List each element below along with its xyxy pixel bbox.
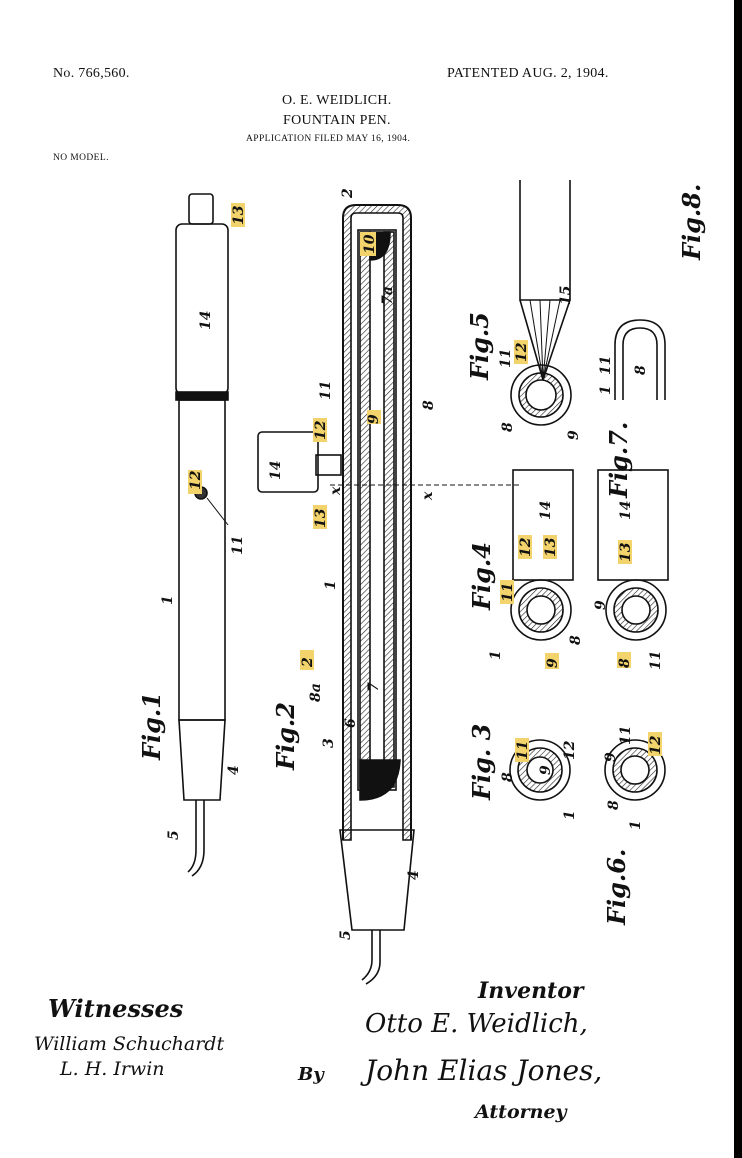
svg-text:8: 8 bbox=[617, 658, 633, 668]
fig1-title: Fig.1 bbox=[137, 692, 166, 761]
svg-text:12: 12 bbox=[188, 470, 204, 490]
svg-text:8: 8 bbox=[421, 400, 437, 410]
inventor-name: O. E. WEIDLICH. bbox=[282, 93, 392, 108]
fig3-fig6-sections bbox=[509, 739, 666, 801]
svg-text:8: 8 bbox=[500, 422, 516, 432]
svg-text:15: 15 bbox=[558, 286, 574, 305]
patented-date: PATENTED AUG. 2, 1904. bbox=[447, 66, 609, 81]
svg-text:12: 12 bbox=[648, 735, 664, 755]
svg-text:11: 11 bbox=[500, 583, 516, 602]
reference-numerals: 13 14 12 11 1 4 5 2 10 7a 11 9 8 14 12 1… bbox=[160, 188, 664, 940]
svg-text:12: 12 bbox=[313, 420, 329, 440]
svg-text:9: 9 bbox=[603, 752, 619, 762]
attorney-signature: John Elias Jones, bbox=[360, 1054, 602, 1087]
svg-text:1: 1 bbox=[488, 650, 504, 660]
svg-text:9: 9 bbox=[566, 430, 582, 440]
svg-text:6: 6 bbox=[343, 718, 359, 728]
svg-text:11: 11 bbox=[318, 381, 334, 400]
svg-text:1: 1 bbox=[628, 820, 644, 830]
svg-text:1: 1 bbox=[598, 385, 614, 395]
svg-text:9: 9 bbox=[545, 658, 561, 668]
svg-text:14: 14 bbox=[268, 461, 284, 480]
witness-signature-2: L. H. Irwin bbox=[59, 1058, 165, 1080]
inventor-signature: Otto E. Weidlich, bbox=[365, 1009, 588, 1039]
svg-text:11: 11 bbox=[515, 741, 531, 760]
svg-text:9: 9 bbox=[593, 600, 609, 610]
fig6-title: Fig.6. bbox=[602, 849, 631, 926]
svg-text:8: 8 bbox=[500, 772, 516, 782]
witnesses-label: Witnesses bbox=[48, 994, 184, 1023]
svg-text:9: 9 bbox=[538, 765, 554, 775]
svg-text:14: 14 bbox=[538, 501, 554, 520]
fig8-cap-end bbox=[614, 319, 666, 400]
svg-text:12: 12 bbox=[514, 342, 530, 362]
inventor-label: Inventor bbox=[477, 978, 585, 1004]
svg-text:11: 11 bbox=[598, 356, 614, 375]
model-note: NO MODEL. bbox=[53, 153, 109, 163]
svg-text:8: 8 bbox=[633, 365, 649, 375]
svg-text:13: 13 bbox=[618, 542, 634, 562]
svg-text:14: 14 bbox=[198, 311, 214, 330]
witness-signature-1: William Schuchardt bbox=[34, 1033, 224, 1055]
svg-text:2: 2 bbox=[300, 657, 316, 668]
svg-text:5: 5 bbox=[166, 830, 182, 840]
svg-text:14: 14 bbox=[618, 501, 634, 520]
fig5-title: Fig.5 bbox=[465, 312, 494, 381]
svg-text:11: 11 bbox=[648, 651, 664, 670]
svg-text:11: 11 bbox=[230, 536, 246, 555]
fig7-title: Fig.7. bbox=[604, 422, 633, 499]
fig3-title: Fig. 3 bbox=[467, 724, 496, 801]
svg-text:4: 4 bbox=[226, 765, 242, 775]
svg-text:11: 11 bbox=[618, 726, 634, 745]
svg-text:8: 8 bbox=[606, 800, 622, 810]
svg-text:10: 10 bbox=[362, 234, 378, 254]
fig8-title: Fig.8. bbox=[677, 184, 706, 261]
svg-text:2: 2 bbox=[340, 188, 356, 199]
svg-text:8a: 8a bbox=[308, 683, 324, 702]
svg-text:7: 7 bbox=[366, 682, 382, 692]
svg-text:1: 1 bbox=[562, 810, 578, 820]
by-label: By bbox=[297, 1064, 325, 1085]
application-filed: APPLICATION FILED MAY 16, 1904. bbox=[246, 134, 411, 144]
svg-text:x: x bbox=[420, 491, 436, 501]
svg-text:13: 13 bbox=[231, 205, 247, 225]
svg-text:8: 8 bbox=[568, 635, 584, 645]
label-highlights bbox=[188, 203, 662, 762]
scan-edge bbox=[734, 0, 742, 1158]
fig2-title: Fig.2 bbox=[271, 702, 300, 771]
svg-text:13: 13 bbox=[543, 537, 559, 557]
svg-text:x: x bbox=[328, 486, 344, 496]
svg-text:12: 12 bbox=[518, 537, 534, 557]
patent-title: FOUNTAIN PEN. bbox=[283, 113, 391, 128]
svg-text:11: 11 bbox=[498, 349, 514, 368]
fig1-pen-exterior bbox=[175, 193, 229, 877]
svg-text:13: 13 bbox=[313, 508, 329, 528]
svg-text:3: 3 bbox=[321, 738, 337, 748]
svg-text:4: 4 bbox=[406, 870, 422, 880]
svg-text:7a: 7a bbox=[380, 286, 396, 305]
svg-text:1: 1 bbox=[323, 580, 339, 590]
fig4-section bbox=[510, 469, 669, 641]
svg-text:9: 9 bbox=[366, 414, 382, 424]
fig5-nib-view bbox=[510, 180, 572, 426]
patent-number: No. 766,560. bbox=[53, 66, 130, 81]
svg-text:5: 5 bbox=[338, 930, 354, 940]
fig4-title: Fig.4 bbox=[467, 542, 496, 611]
attorney-label: Attorney bbox=[473, 1101, 569, 1123]
svg-text:12: 12 bbox=[562, 740, 578, 760]
svg-text:1: 1 bbox=[160, 595, 176, 605]
